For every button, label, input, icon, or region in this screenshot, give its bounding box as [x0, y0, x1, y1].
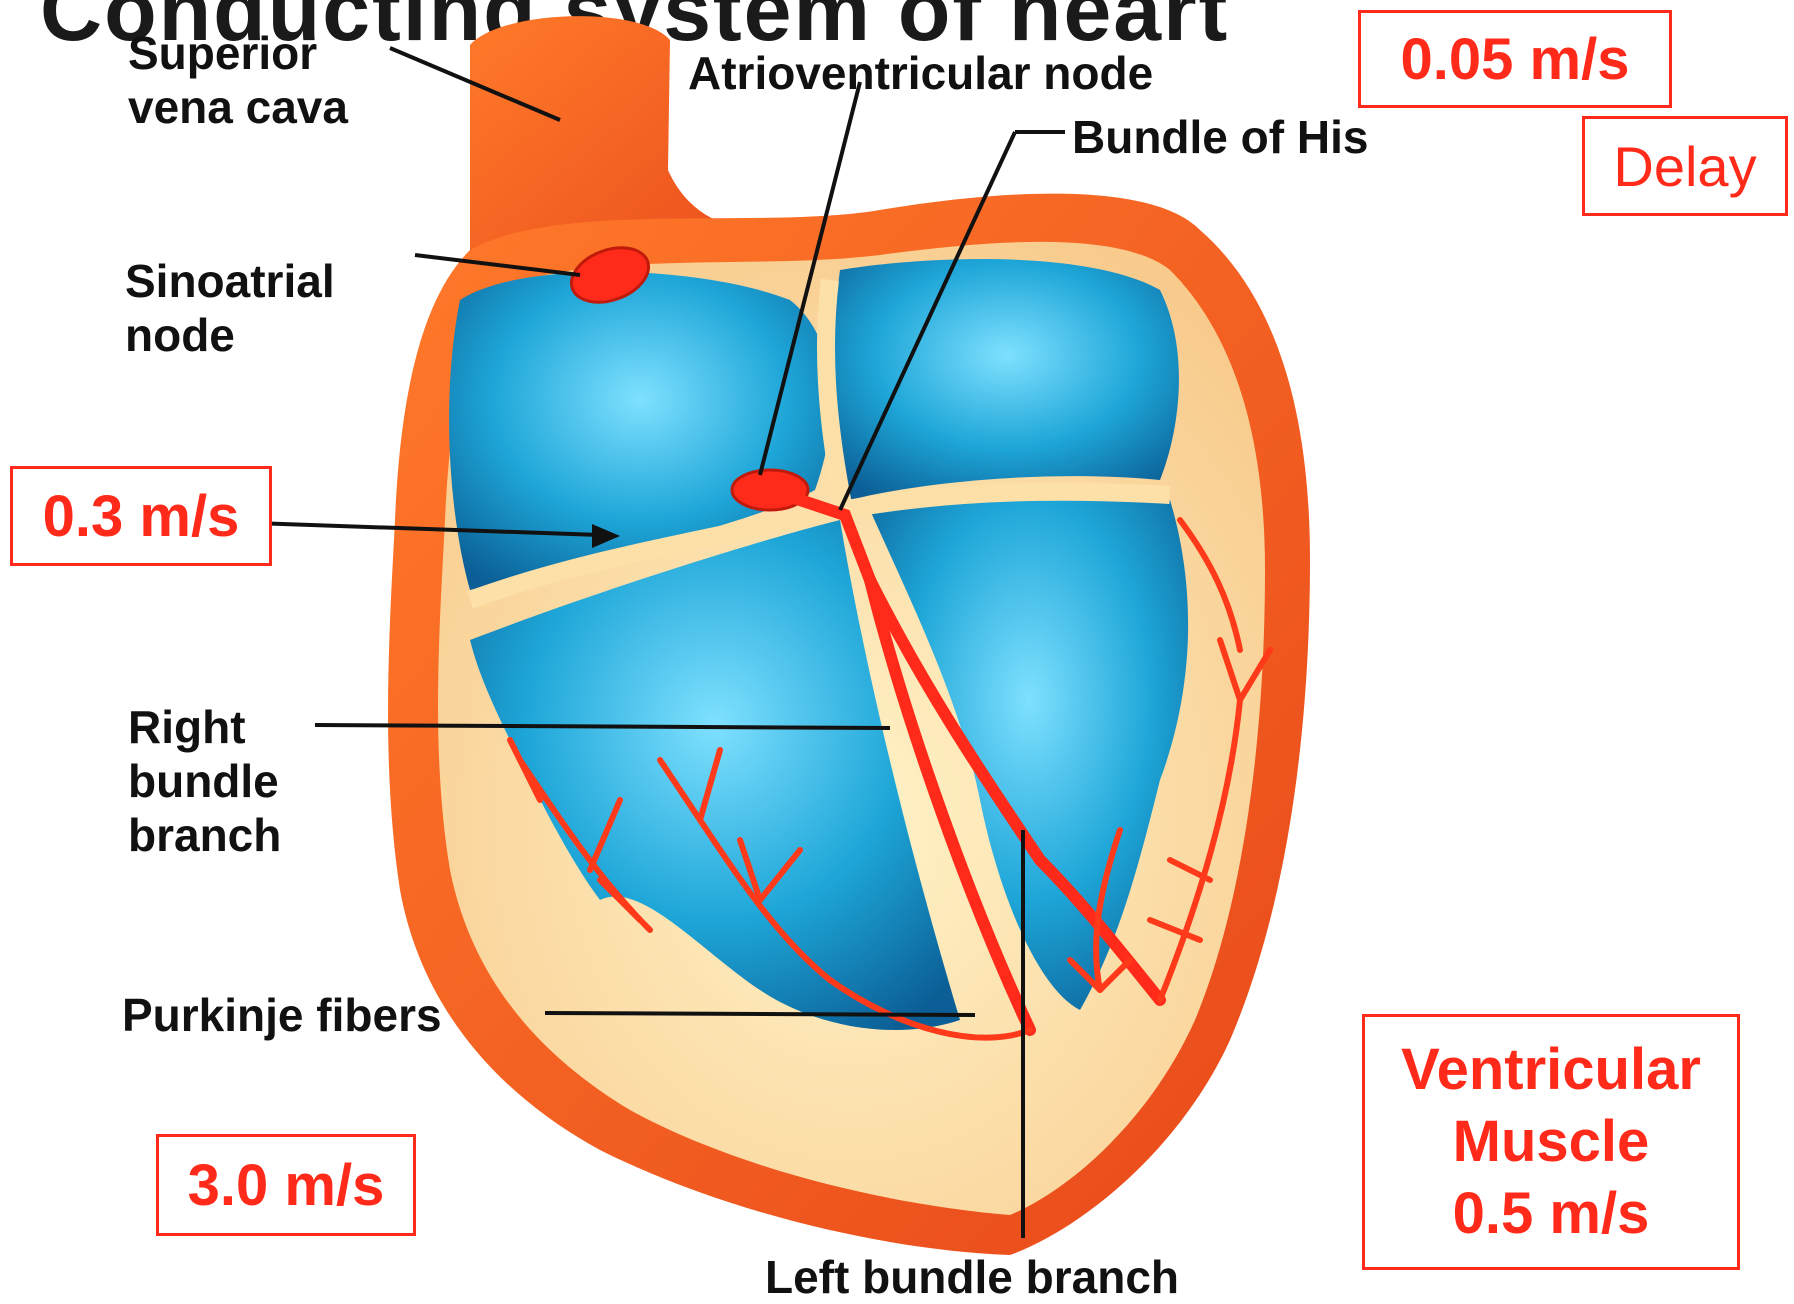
label-atrioventricular-node: Atrioventricular node — [688, 46, 1153, 100]
av-speed-box: 0.05 m/s — [1358, 10, 1672, 108]
left-atrium — [835, 259, 1179, 500]
av-speed-text: 0.05 m/s — [1401, 26, 1630, 93]
label-superior-vena-cava: Superior vena cava — [128, 26, 348, 134]
purkinje-speed-text: 3.0 m/s — [188, 1152, 385, 1219]
label-purkinje-fibers: Purkinje fibers — [122, 988, 442, 1042]
purkinje-speed-box: 3.0 m/s — [156, 1134, 416, 1236]
label-sinoatrial-node: Sinoatrial node — [125, 254, 335, 362]
label-bundle-of-his: Bundle of His — [1072, 110, 1368, 164]
atrial-speed-box: 0.3 m/s — [10, 466, 272, 566]
delay-box: Delay — [1582, 116, 1788, 216]
atrial-speed-text: 0.3 m/s — [43, 483, 240, 550]
ventricular-muscle-box: Ventricular Muscle 0.5 m/s — [1362, 1014, 1740, 1270]
leader-purkinje-fibers — [545, 1013, 975, 1015]
label-right-bundle-branch: Right bundle branch — [128, 700, 281, 862]
label-left-bundle-branch: Left bundle branch — [765, 1250, 1179, 1304]
delay-text: Delay — [1613, 134, 1756, 199]
ventricular-muscle-text: Ventricular Muscle 0.5 m/s — [1401, 1034, 1701, 1250]
